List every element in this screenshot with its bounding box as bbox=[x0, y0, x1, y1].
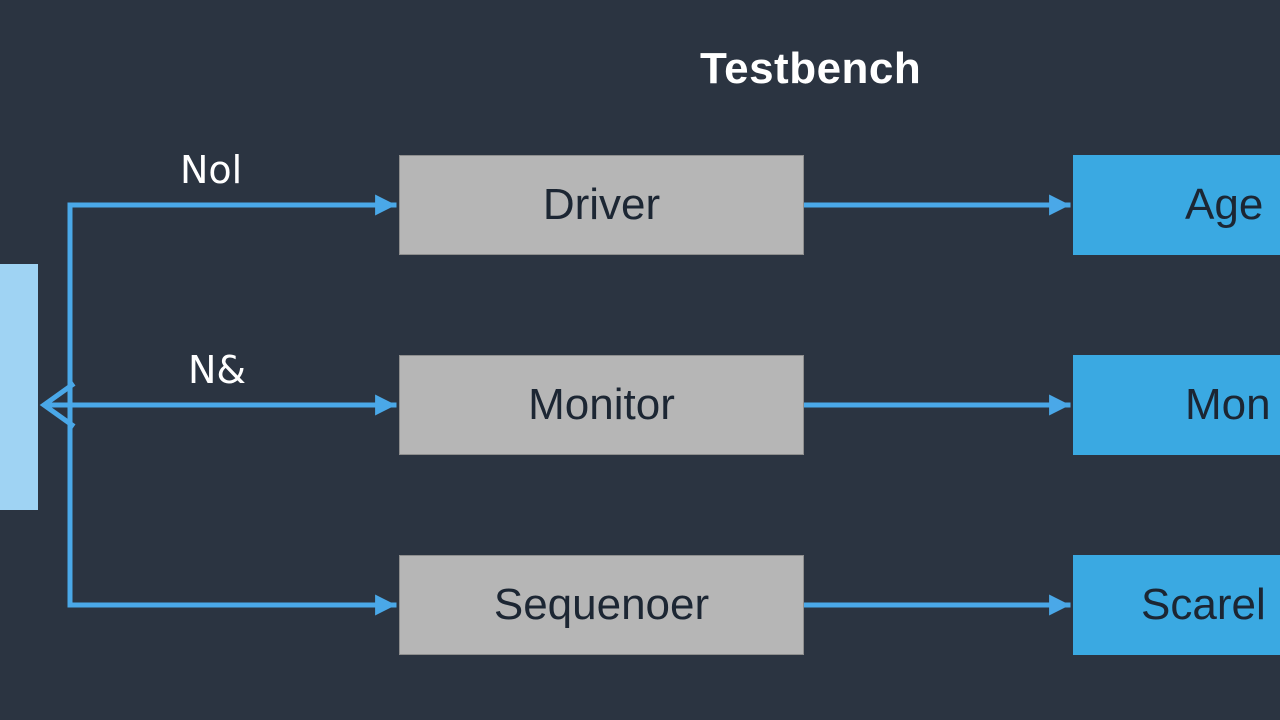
scoreboard-node: Scarel bbox=[1073, 555, 1280, 655]
edge-label-middle: N& bbox=[188, 348, 247, 392]
sequencer-node: Sequenoer bbox=[399, 555, 804, 655]
monitor-output-label: Mon bbox=[1185, 380, 1271, 429]
monitor-output-node: Mon bbox=[1073, 355, 1280, 455]
diagram-title: Testbench bbox=[700, 44, 922, 93]
monitor-node: Monitor bbox=[399, 355, 804, 455]
driver-label: Driver bbox=[542, 180, 661, 229]
monitor-label: Monitor bbox=[528, 380, 675, 429]
scoreboard-label: Scarel bbox=[1141, 580, 1266, 629]
agent-label: Age bbox=[1185, 180, 1264, 229]
driver-node: Driver bbox=[399, 155, 804, 255]
arrow-head-to-source bbox=[39, 381, 76, 429]
edge-label-top: Nol bbox=[180, 148, 243, 192]
sequencer-label: Sequenoer bbox=[493, 580, 710, 629]
source-block bbox=[0, 264, 38, 510]
agent-node: Age bbox=[1073, 155, 1280, 255]
